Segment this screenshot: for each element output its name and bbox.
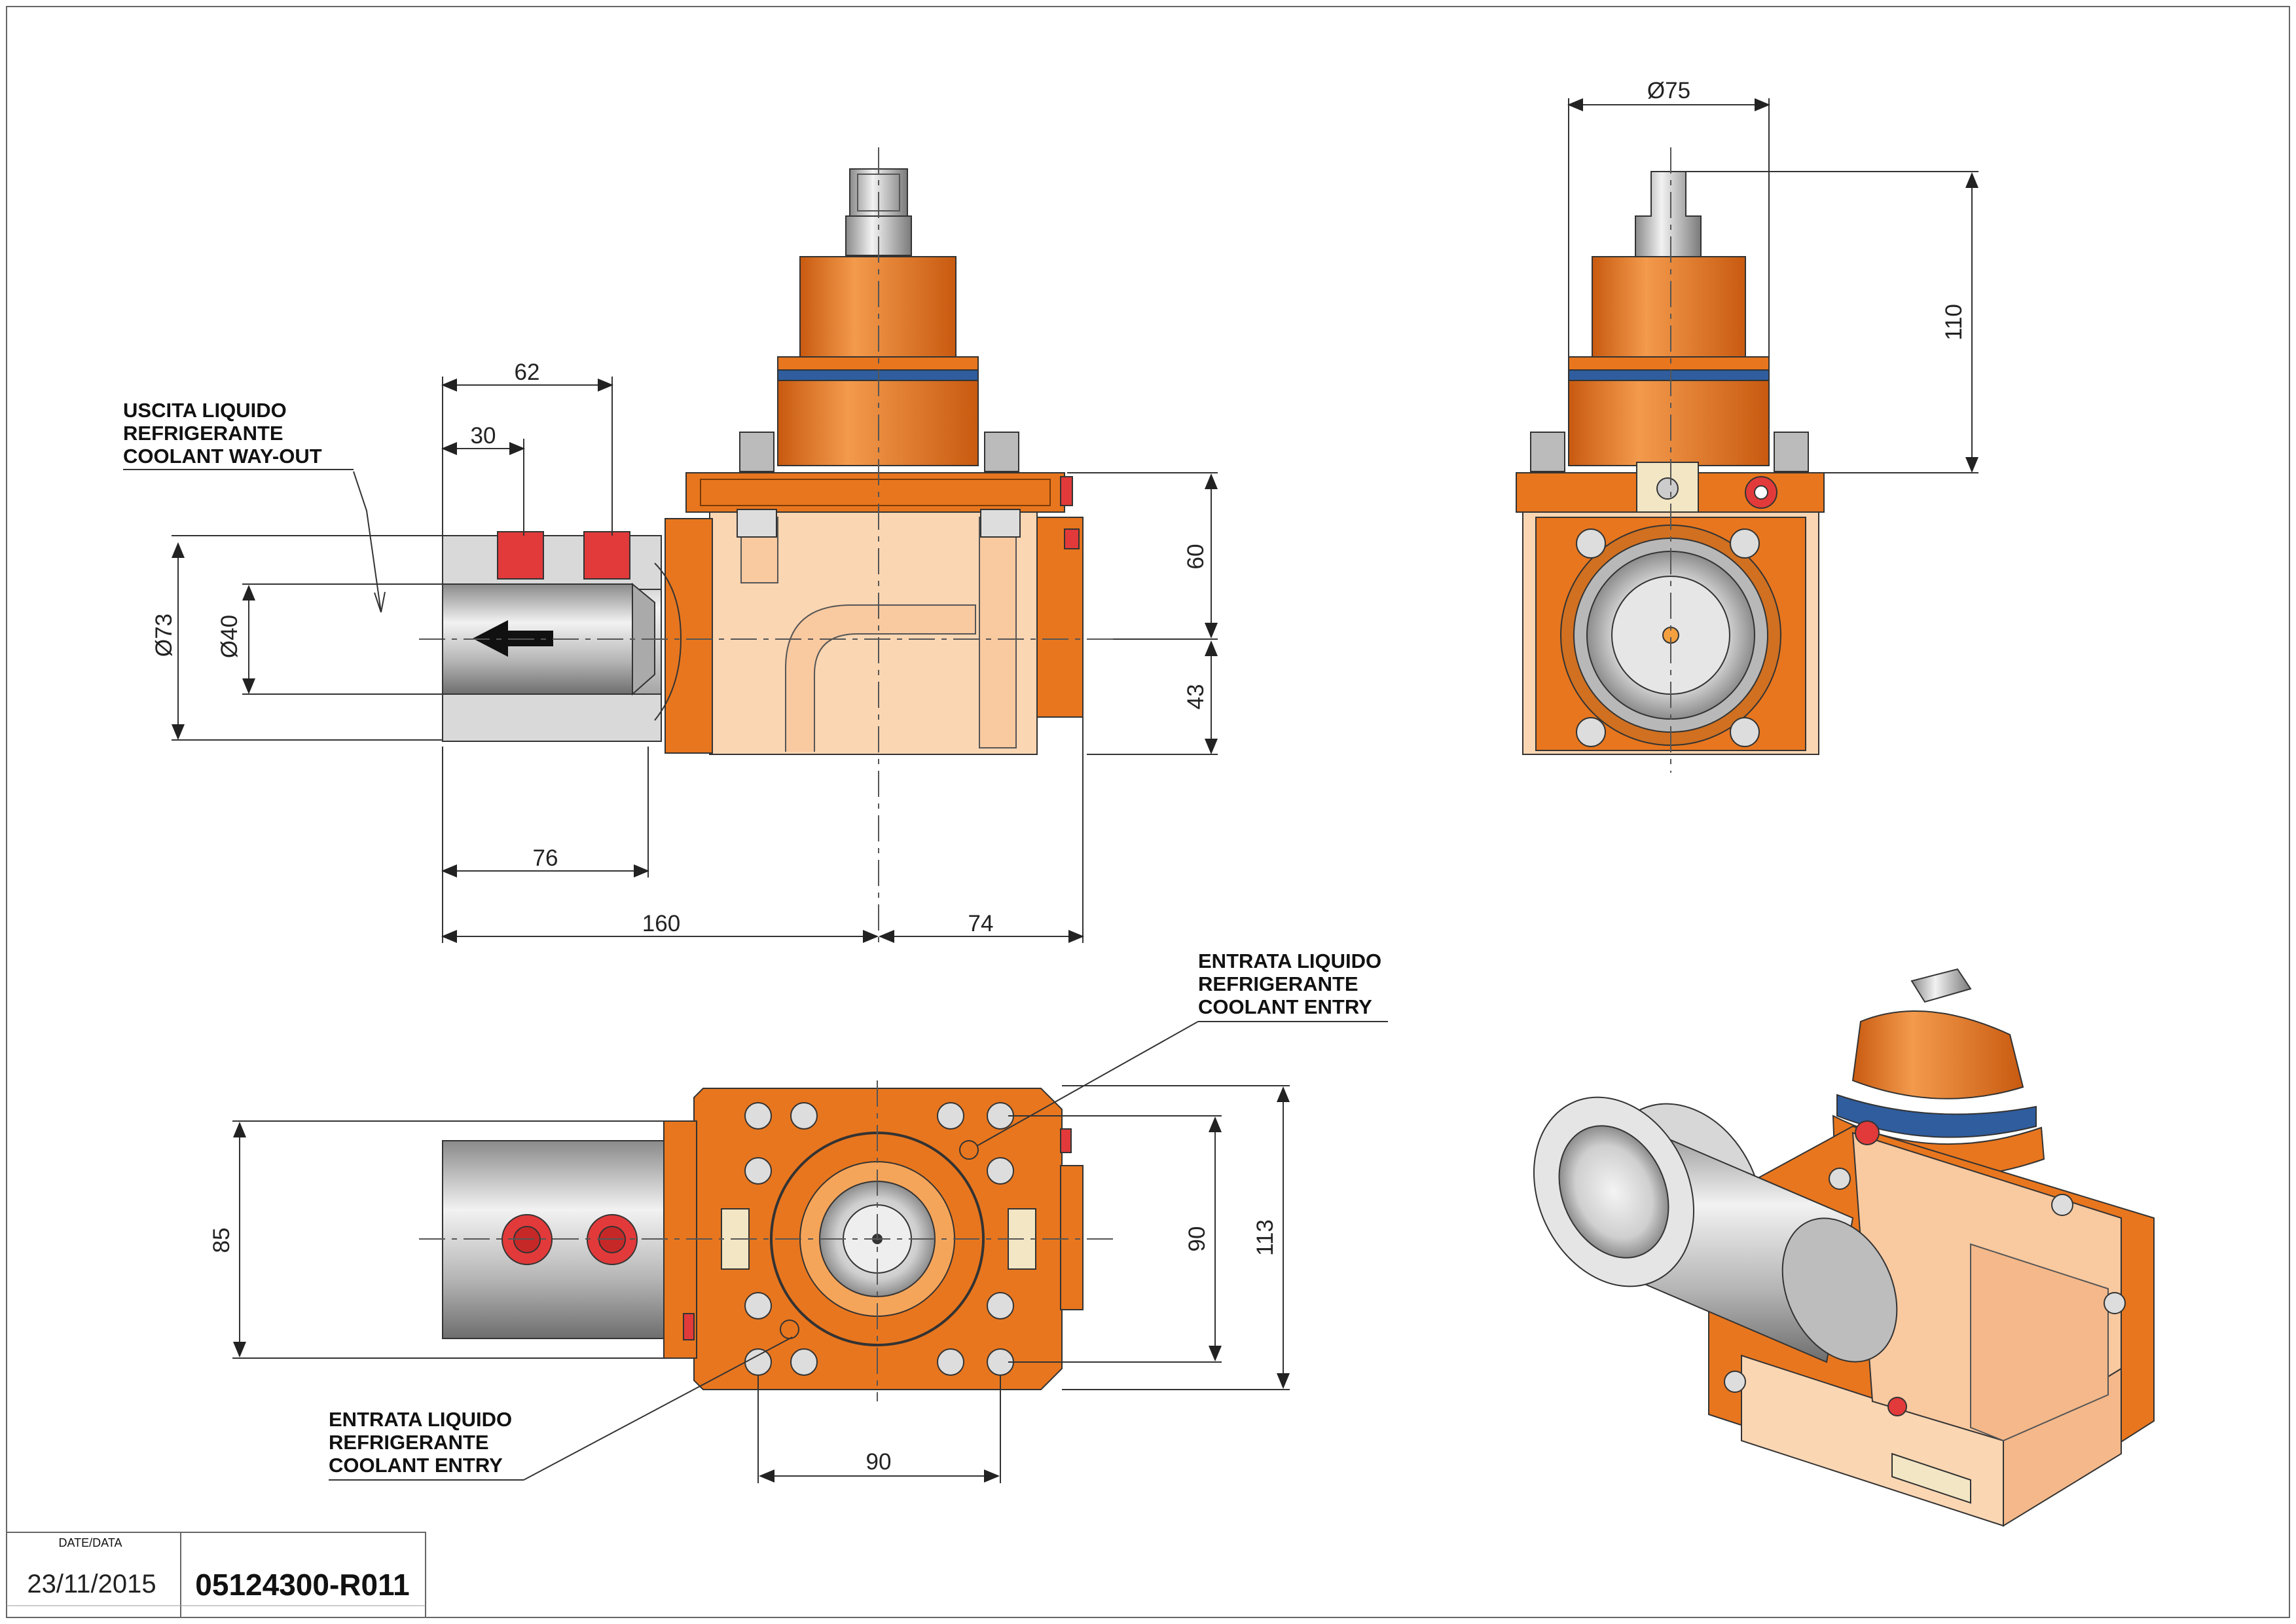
dim-dia73: Ø73 (151, 614, 177, 657)
dim-dia75: Ø75 (1647, 78, 1690, 103)
dim-90-horizontal: 90 (866, 1449, 892, 1475)
note-coolant-entry-bottom: ENTRATA LIQUIDO REFRIGERANTE COOLANT ENT… (329, 1408, 524, 1481)
dim-60: 60 (1183, 544, 1209, 570)
svg-text:REFRIGERANTE: REFRIGERANTE (123, 422, 283, 445)
dim-160: 160 (642, 911, 680, 936)
date-label: DATE/DATA (58, 1536, 122, 1549)
isometric-view (1533, 968, 2155, 1527)
svg-text:COOLANT WAY-OUT: COOLANT WAY-OUT (123, 445, 322, 468)
dim-43: 43 (1183, 684, 1209, 710)
svg-text:COOLANT ENTRY: COOLANT ENTRY (329, 1454, 503, 1477)
svg-text:REFRIGERANTE: REFRIGERANTE (329, 1431, 489, 1454)
note-coolant-entry-top: ENTRATA LIQUIDO REFRIGERANTE COOLANT ENT… (1198, 950, 1381, 1018)
drawing-date: 23/11/2015 (27, 1570, 156, 1598)
note-coolant-way-out: USCITA LIQUIDO REFRIGERANTE COOLANT WAY-… (123, 399, 354, 470)
dim-62: 62 (515, 360, 540, 385)
side-view (1516, 147, 1825, 773)
bottom-view (419, 1080, 1113, 1401)
front-view (419, 147, 1113, 946)
svg-text:ENTRATA LIQUIDO: ENTRATA LIQUIDO (329, 1408, 512, 1431)
dim-76: 76 (533, 845, 558, 871)
title-block (6, 1532, 426, 1618)
drawing-code: 05124300-R011 (195, 1568, 409, 1602)
side-view-dimensions (1567, 98, 1978, 473)
dim-85: 85 (209, 1228, 234, 1253)
svg-text:ENTRATA LIQUIDO: ENTRATA LIQUIDO (1198, 950, 1381, 972)
dim-30: 30 (471, 423, 496, 449)
dim-90-vertical: 90 (1184, 1227, 1210, 1252)
dim-110: 110 (1941, 304, 1967, 341)
dim-113: 113 (1252, 1219, 1278, 1256)
svg-text:COOLANT ENTRY: COOLANT ENTRY (1198, 995, 1372, 1018)
sheet-border (6, 6, 2290, 1618)
front-view-dimensions (172, 377, 1218, 943)
dim-74: 74 (968, 911, 994, 936)
svg-text:USCITA LIQUIDO: USCITA LIQUIDO (123, 399, 287, 422)
bottom-view-dimensions (232, 1021, 1388, 1483)
svg-text:REFRIGERANTE: REFRIGERANTE (1198, 972, 1358, 995)
dim-dia40: Ø40 (217, 615, 242, 658)
